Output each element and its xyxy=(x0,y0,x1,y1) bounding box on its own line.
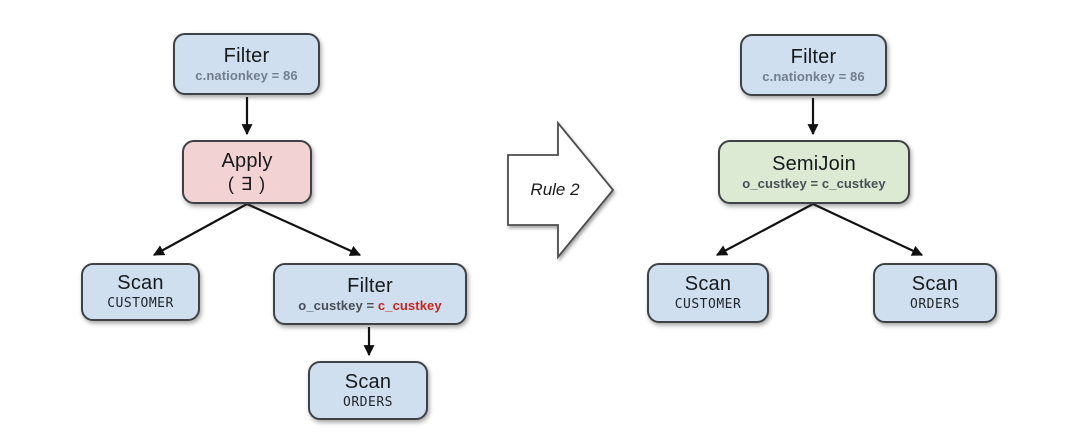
node-title: Apply xyxy=(221,149,273,172)
node-left-filter-custkey: Filter o_custkey = c_custkey xyxy=(273,263,467,325)
exists-operator: ( ∃ ) xyxy=(227,173,267,194)
node-condition: c.nationkey = 86 xyxy=(195,67,298,83)
node-title: Filter xyxy=(790,45,837,68)
edge-apply-to-scan-customer xyxy=(153,203,248,256)
node-left-filter-nationkey: Filter c.nationkey = 86 xyxy=(173,33,320,95)
edge-semijoin-to-scan-orders xyxy=(812,203,923,256)
condition-correlated-column: c_custkey xyxy=(377,297,442,313)
node-title: Scan xyxy=(684,273,732,295)
node-title: Scan xyxy=(117,272,164,294)
node-apply-exists: Apply ( ∃ ) xyxy=(182,140,312,204)
edge-apply-to-filter-cond xyxy=(246,202,362,257)
node-condition: o_custkey = c_custkey xyxy=(298,298,441,314)
rule-block-arrow xyxy=(507,120,615,260)
node-right-filter-nationkey: Filter c.nationkey = 86 xyxy=(740,34,887,96)
node-condition: c.nationkey = 86 xyxy=(762,68,865,84)
node-right-scan-customer: Scan CUSTOMER xyxy=(647,263,769,323)
edge-semijoin-to-scan-customer xyxy=(716,203,814,256)
node-title: Filter xyxy=(223,44,270,67)
table-name: ORDERS xyxy=(343,394,393,410)
node-right-scan-orders: Scan ORDERS xyxy=(873,263,997,323)
node-title: SemiJoin xyxy=(772,152,856,175)
table-name: CUSTOMER xyxy=(107,296,174,311)
node-semijoin: SemiJoin o_custkey = c_custkey xyxy=(718,140,910,204)
node-title: Scan xyxy=(911,273,959,295)
node-left-scan-orders: Scan ORDERS xyxy=(308,361,428,420)
node-title: Scan xyxy=(344,370,392,393)
table-name: CUSTOMER xyxy=(674,297,742,312)
condition-prefix: o_custkey = xyxy=(298,297,378,313)
node-condition: o_custkey = c_custkey xyxy=(742,175,886,191)
node-title: Filter xyxy=(347,274,393,297)
rule-label: Rule 2 xyxy=(530,180,580,199)
node-left-scan-customer: Scan CUSTOMER xyxy=(81,263,200,321)
table-name: ORDERS xyxy=(910,297,960,312)
